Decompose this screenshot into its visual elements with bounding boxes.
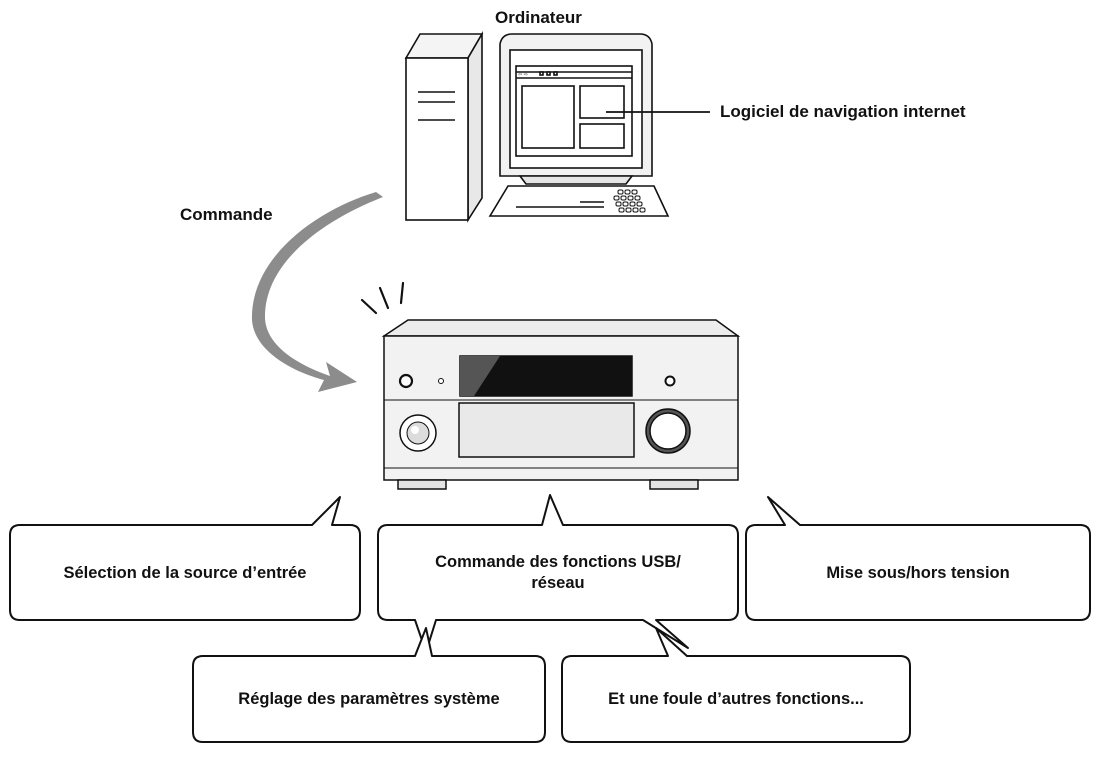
callout-input-source [9,496,361,621]
callout-usb-network-line1: Commande des fonctions USB/ [435,553,681,572]
control-label: Commande [180,205,273,224]
callout-system-params-text: Réglage des paramètres système [238,690,500,709]
callout-usb-network-line2: réseau [531,574,585,592]
curved-arrow-icon [251,192,383,392]
callout-system-params [192,627,546,743]
callout-power-text: Mise sous/hors tension [826,563,1010,582]
callout-usb-network [377,494,739,653]
callout-usb-network-text: Commande des fonctions USB/ réseau [380,527,736,619]
svg-text:⇦ ⇨: ⇦ ⇨ [518,72,528,78]
callout-power [745,496,1091,621]
browser-label: Logiciel de navigation internet [720,102,966,121]
callout-input-source-text: Sélection de la source d’entrée [63,563,307,582]
desktop-computer-icon: ⇦ ⇨ [404,31,670,223]
callout-other-functions [561,627,911,743]
av-receiver-icon [381,319,741,490]
signal-lines-icon [360,281,405,315]
callout-other-functions-text: Et une foule d’autres fonctions... [608,690,864,709]
computer-title: Ordinateur [495,8,582,27]
keyboard-keys [613,189,646,213]
